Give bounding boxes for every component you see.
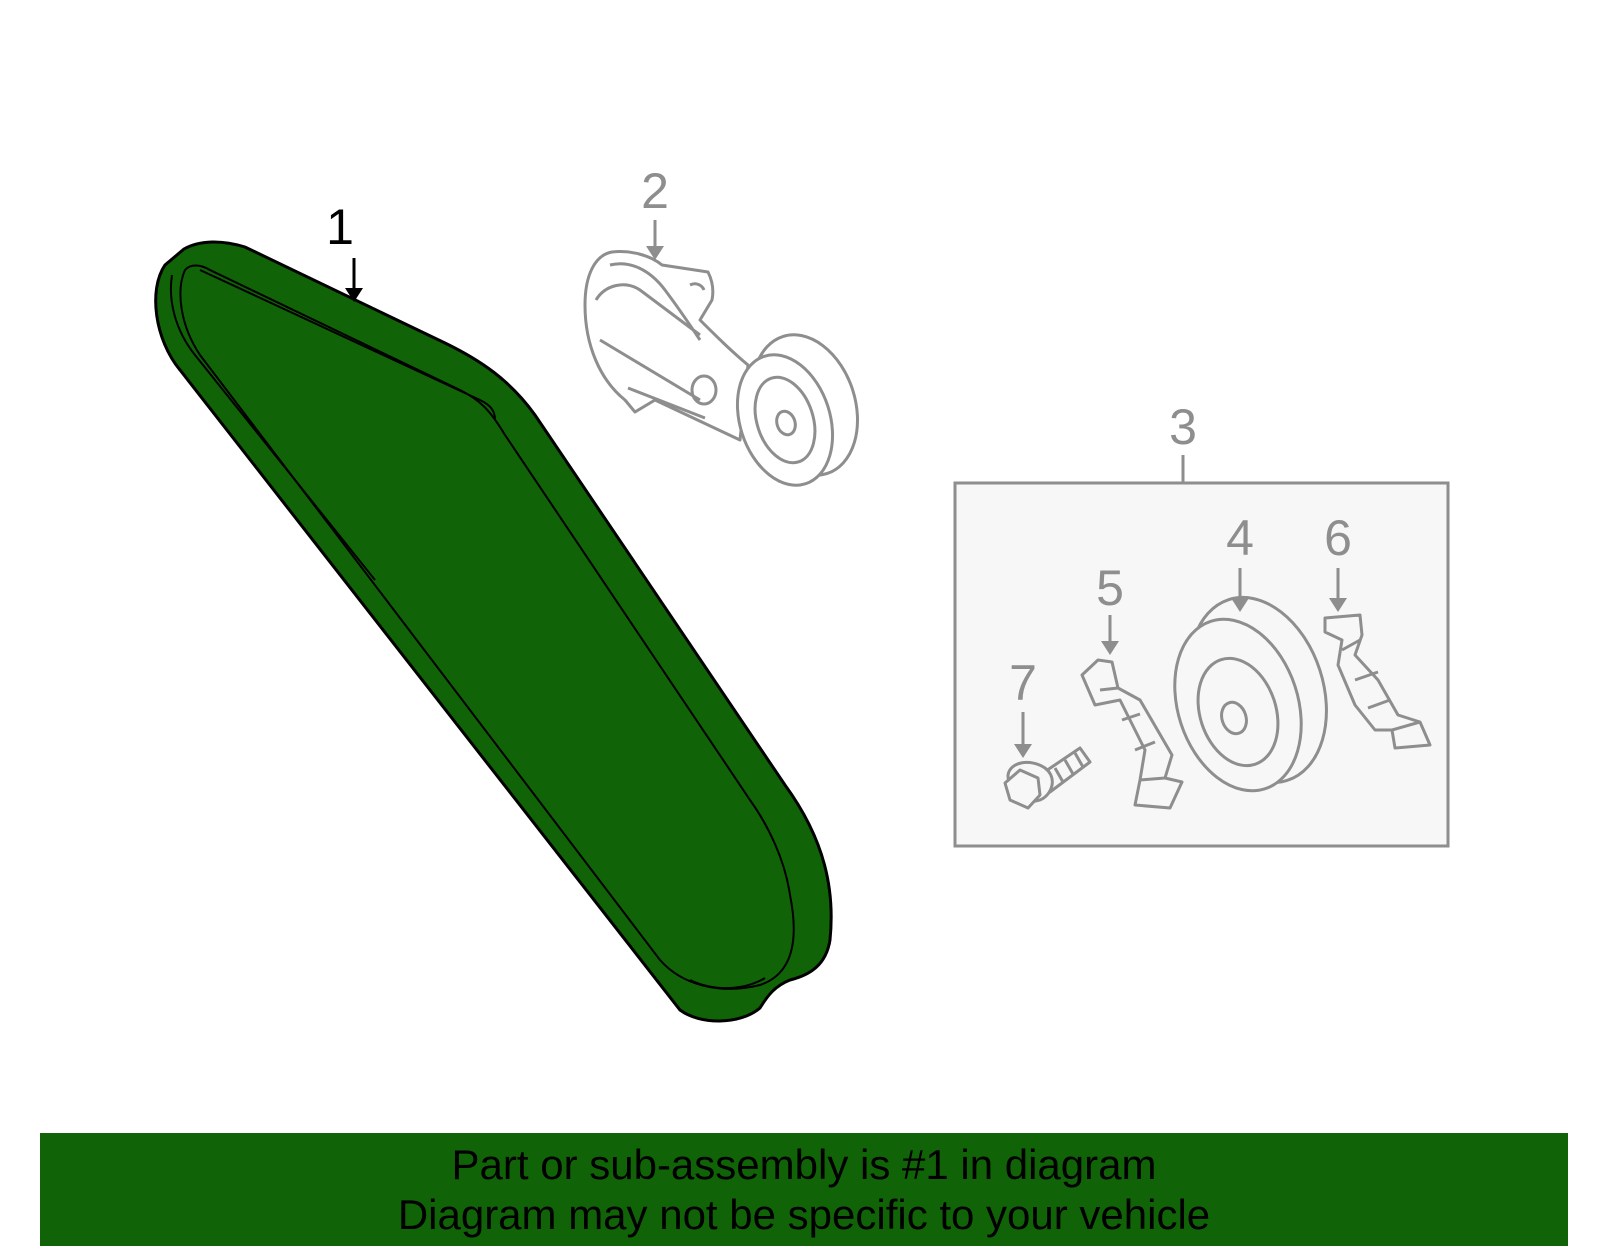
callout-4: 4	[1226, 510, 1254, 612]
callout-6: 6	[1324, 510, 1352, 612]
callout-number: 5	[1096, 560, 1124, 616]
right-bracket-part[interactable]	[1323, 613, 1432, 750]
idler-pulley-hub	[1196, 656, 1280, 768]
callout-2: 2	[641, 163, 669, 260]
callout-5: 5	[1096, 560, 1124, 655]
right-bracket-body	[1323, 613, 1432, 750]
tensioner-pulley-center	[775, 409, 797, 437]
footer-banner: Part or sub-assembly is #1 in diagram Di…	[40, 1133, 1568, 1246]
callout-number: 3	[1169, 399, 1197, 455]
bolt-threads	[1053, 752, 1085, 783]
belt-rib-line-b	[169, 274, 376, 581]
bolt-hex-head	[1003, 768, 1042, 810]
tensioner-pulley	[735, 353, 835, 487]
tensioner-arm-face	[594, 262, 706, 420]
tensioner-part[interactable]	[583, 250, 875, 498]
callout-number: 2	[641, 163, 669, 219]
tensioner-hook	[689, 282, 706, 291]
tensioner-pulley-hub	[753, 375, 817, 465]
callout-number: 6	[1324, 510, 1352, 566]
footer-line-disclaimer: Diagram may not be specific to your vehi…	[397, 1190, 1211, 1238]
belt-rib-line-c	[689, 977, 766, 989]
belt-part[interactable]	[154, 240, 833, 1023]
callout-3: 3	[1169, 399, 1197, 483]
right-bracket-ribs	[1341, 638, 1421, 732]
belt-outer	[154, 240, 833, 1023]
callout-number: 7	[1009, 655, 1037, 711]
idler-pulley-part[interactable]	[1154, 580, 1349, 808]
tensioner-bolt-hole	[690, 374, 718, 406]
footer-line-part-number: Part or sub-assembly is #1 in diagram	[451, 1140, 1157, 1188]
callout-1: 1	[326, 199, 363, 302]
idler-pulley-center	[1220, 700, 1248, 736]
callout-number: 1	[326, 199, 354, 255]
callout-number: 4	[1226, 510, 1254, 566]
left-bracket-body	[1080, 658, 1184, 810]
footer-banner-bg	[40, 1133, 1568, 1246]
tensioner-arm	[583, 250, 750, 442]
belt-rib-line-a	[199, 269, 496, 421]
bolt-part[interactable]	[1003, 746, 1092, 810]
left-bracket-ribs	[1099, 686, 1166, 782]
left-bracket-part[interactable]	[1080, 658, 1184, 810]
callout-7: 7	[1009, 655, 1037, 758]
